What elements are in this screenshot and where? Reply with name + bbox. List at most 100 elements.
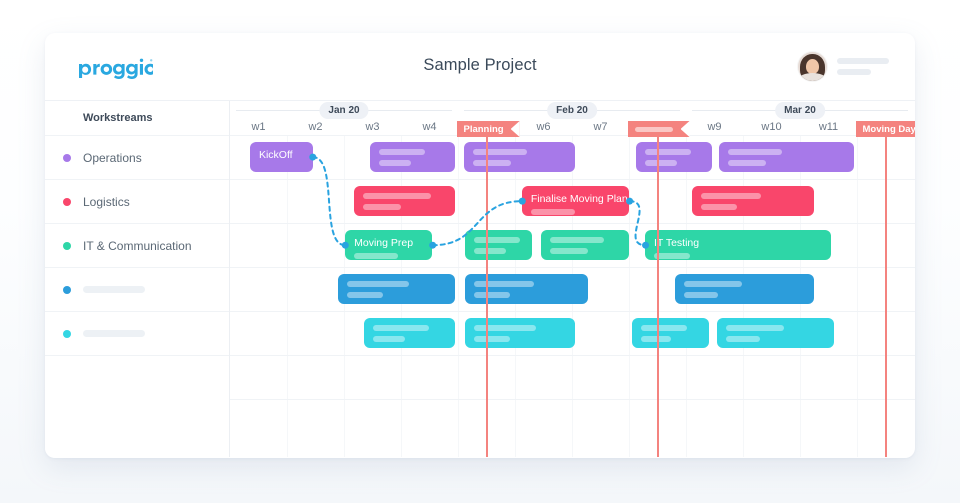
avatar-face — [806, 59, 819, 74]
task-bar[interactable] — [631, 318, 709, 348]
milestone-flag[interactable]: Moving Day — [855, 121, 915, 137]
milestone-flag[interactable]: Planning — [456, 121, 520, 137]
milestone-line — [656, 135, 659, 457]
task-bar-text-placeholder — [644, 149, 691, 155]
task-bar-text-placeholder — [473, 281, 534, 287]
task-bar[interactable] — [719, 142, 855, 172]
week-separator — [857, 135, 858, 457]
task-bar[interactable] — [691, 186, 815, 216]
row-separator — [230, 135, 915, 136]
task-bar[interactable] — [363, 318, 456, 348]
task-bar[interactable] — [354, 186, 456, 216]
task-bar-text-placeholder — [473, 248, 506, 254]
workstream-label: Operations — [83, 150, 142, 165]
task-bar[interactable]: Moving Prep — [345, 230, 433, 260]
workstream-color-dot — [63, 285, 71, 294]
user-role-line — [837, 69, 871, 75]
task-bar-text-placeholder — [726, 336, 761, 342]
week-label: w10 — [761, 121, 782, 133]
task-bar-text-placeholder — [372, 336, 405, 342]
workstream-row[interactable] — [45, 267, 229, 311]
task-bar-text-placeholder — [530, 209, 575, 215]
task-bar[interactable] — [717, 318, 835, 348]
month-label: Mar 20 — [775, 102, 825, 119]
workstream-row-empty — [45, 355, 229, 399]
task-bar-text-placeholder — [473, 336, 510, 342]
task-bar-text-placeholder — [726, 325, 785, 331]
workstream-label: IT & Communication — [83, 238, 192, 253]
milestone-line — [884, 135, 887, 457]
task-bar-label: Moving Prep — [354, 237, 414, 249]
user-name-line — [837, 58, 889, 64]
task-bar-text-placeholder — [640, 325, 687, 331]
task-bar-label: IT Testing — [653, 237, 700, 249]
task-bar-text-placeholder — [644, 160, 677, 166]
task-bar[interactable] — [464, 230, 533, 260]
week-separator — [629, 135, 630, 457]
row-separator — [230, 179, 915, 180]
week-label: w2 — [308, 121, 323, 133]
task-bar[interactable] — [369, 142, 456, 172]
task-bar[interactable] — [674, 274, 815, 304]
task-bar[interactable] — [540, 230, 629, 260]
row-separator — [230, 399, 915, 400]
task-bar-text-placeholder — [728, 160, 767, 166]
week-label: w9 — [707, 121, 722, 133]
task-bar-text-placeholder — [473, 325, 536, 331]
week-separator — [458, 135, 459, 457]
week-label: w6 — [536, 121, 551, 133]
task-bar[interactable] — [635, 142, 712, 172]
task-bar-text-placeholder — [378, 149, 425, 155]
task-bar-text-placeholder — [472, 149, 527, 155]
task-bar-text-placeholder — [549, 248, 588, 254]
task-bar-text-placeholder — [683, 292, 718, 298]
task-bar[interactable]: IT Testing — [644, 230, 832, 260]
workstream-row[interactable] — [45, 311, 229, 355]
task-bar-text-placeholder — [472, 160, 511, 166]
row-separator — [230, 267, 915, 268]
task-bar-label: KickOff — [258, 149, 293, 161]
proggio-logo[interactable] — [77, 57, 153, 79]
month-label: Jan 20 — [319, 102, 369, 119]
week-label: w3 — [365, 121, 380, 133]
task-bar-text-placeholder — [363, 193, 432, 199]
milestone-flag-notch — [680, 121, 690, 137]
task-bar-text-placeholder — [683, 281, 742, 287]
week-label: w11 — [818, 121, 839, 133]
task-bar-text-placeholder — [347, 292, 384, 298]
task-bar-text-placeholder — [700, 193, 761, 199]
workstream-row[interactable]: Logistics — [45, 179, 229, 223]
user-name-placeholder — [837, 58, 889, 75]
milestone-flag[interactable] — [627, 121, 690, 137]
workstream-color-dot — [63, 329, 71, 338]
task-bar[interactable]: KickOff — [249, 142, 313, 172]
task-bar[interactable] — [463, 142, 575, 172]
row-separator — [230, 223, 915, 224]
milestone-line — [485, 135, 488, 457]
workstream-label-placeholder — [83, 286, 145, 293]
task-bar[interactable] — [464, 274, 588, 304]
task-bar-text-placeholder — [700, 204, 737, 210]
user-menu[interactable] — [798, 52, 889, 81]
workstream-row[interactable]: Operations — [45, 135, 229, 179]
task-bar[interactable] — [338, 274, 456, 304]
task-bar[interactable]: Finalise Moving Plan — [521, 186, 629, 216]
workstreams-header: Workstreams — [83, 112, 153, 124]
task-bar[interactable] — [464, 318, 575, 348]
task-bar-text-placeholder — [354, 253, 399, 259]
task-bar-text-placeholder — [549, 237, 604, 243]
avatar[interactable] — [798, 52, 827, 81]
task-bar-text-placeholder — [653, 253, 690, 259]
task-bar-text-placeholder — [728, 149, 783, 155]
workstream-row[interactable]: IT & Communication — [45, 223, 229, 267]
workstream-label-placeholder — [83, 330, 145, 337]
task-bar-text-placeholder — [378, 160, 411, 166]
workstream-color-dot — [63, 241, 71, 250]
